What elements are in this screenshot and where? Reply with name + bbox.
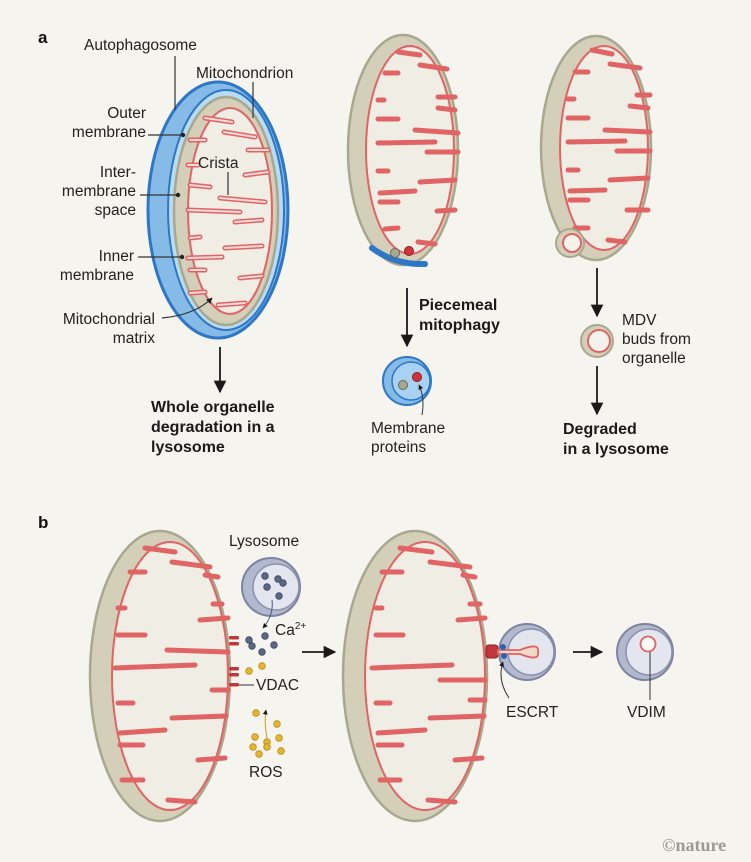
mdv-label: MDV buds from organelle xyxy=(622,312,691,367)
mdv-degraded-outcome: Degraded in a lysosome xyxy=(563,421,669,458)
ros-label: ROS xyxy=(249,764,283,781)
vdac-complex xyxy=(485,644,499,659)
vdac-channels xyxy=(229,636,239,687)
vdim xyxy=(639,635,657,653)
ros-molecules xyxy=(245,662,285,758)
vdac-label: VDAC xyxy=(256,677,300,694)
vdim-mitochondrion-left xyxy=(88,529,337,823)
lysosome-label: Lysosome xyxy=(229,533,300,550)
calcium-ions xyxy=(245,572,287,656)
autophagosome-label: Autophagosome xyxy=(84,37,197,54)
mdv-illustration xyxy=(539,34,653,416)
outer-membrane-label: Outer membrane xyxy=(71,105,146,141)
whole-mitophagy-illustration xyxy=(138,56,290,394)
panel-b-label: b xyxy=(38,513,49,532)
inner-membrane-label: Inner membrane xyxy=(59,248,134,284)
membrane-protein-red xyxy=(404,246,414,256)
whole-degradation-outcome: Whole organelle degradation in a lysosom… xyxy=(151,399,275,456)
panel-a-label: a xyxy=(38,28,48,47)
mitochondrion-label: Mitochondrion xyxy=(196,65,294,82)
matrix-label: Mitochondrial matrix xyxy=(62,311,155,347)
membrane-proteins-label: Membrane proteins xyxy=(371,420,446,456)
intermembrane-space-label: Inter- membrane space xyxy=(61,164,136,219)
nature-credit: ©nature xyxy=(662,835,727,855)
calcium-label: Ca2+ xyxy=(275,621,307,640)
escrt-complex xyxy=(500,644,507,659)
piecemeal-mitophagy-illustration xyxy=(346,33,461,416)
membrane-protein-grey xyxy=(390,248,400,258)
crista-label: Crista xyxy=(198,155,239,172)
phagophore-fragment xyxy=(369,245,428,268)
piecemeal-mitophagy-label: Piecemeal mitophagy xyxy=(419,297,500,334)
vdim-label: VDIM xyxy=(627,704,666,721)
escrt-label: ESCRT xyxy=(506,704,559,721)
vdim-mitochondrion-right xyxy=(341,529,674,823)
